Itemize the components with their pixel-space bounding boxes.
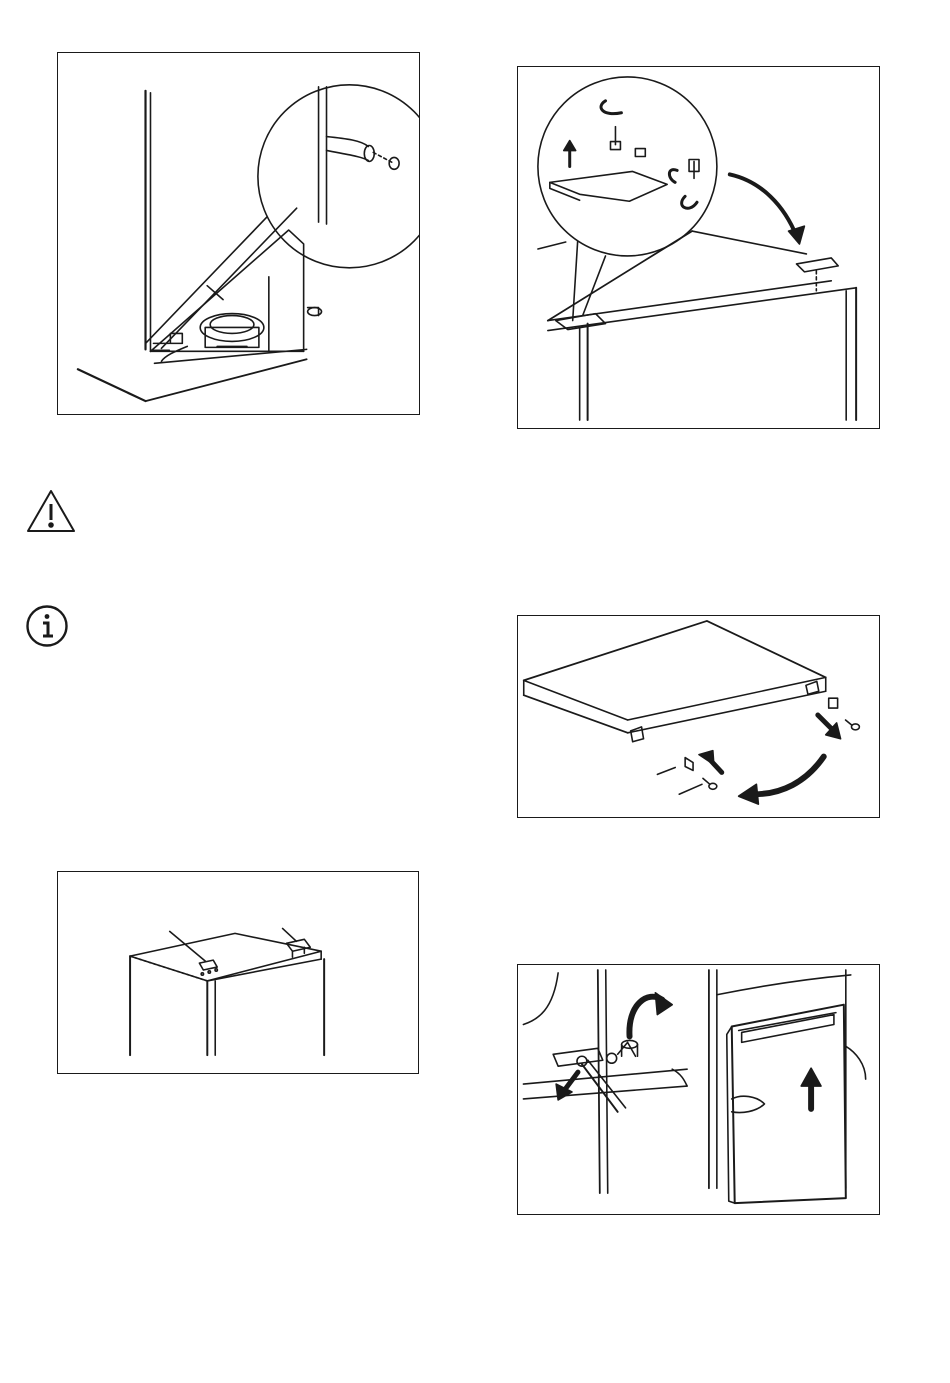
figure-top-hinge-reassembly [517, 66, 880, 429]
figure-door-top-edge-caps [517, 615, 880, 818]
figure-door-lift-off [517, 964, 880, 1215]
door-removal-illustration [518, 965, 879, 1214]
hinge-pin-illustration [58, 53, 419, 414]
cabinet-top-illustration [58, 872, 418, 1073]
info-circle-icon [25, 604, 69, 648]
warning-triangle-icon [25, 488, 77, 534]
figure-cabinet-top-view [57, 871, 419, 1074]
figure-lower-hinge-pin-removal [57, 52, 420, 415]
door-cap-illustration [518, 616, 879, 817]
top-hinge-illustration [518, 67, 879, 428]
